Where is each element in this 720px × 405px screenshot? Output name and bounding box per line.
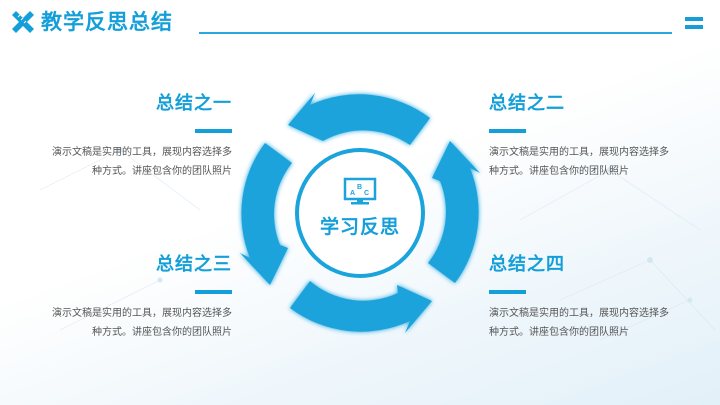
arrow-right — [428, 141, 480, 283]
summary-title: 总结之一 — [156, 93, 232, 114]
title-underline — [489, 290, 526, 294]
title-underline — [195, 129, 232, 133]
summary-title: 总结之三 — [156, 254, 232, 275]
summary-description: 演示文稿是实用的工具，展现内容选择多 种方式。讲座包含你的团队照片 — [489, 147, 669, 177]
summary-description: 演示文稿是实用的工具，展现内容选择多 种方式。讲座包含你的团队照片 — [489, 308, 669, 338]
arrow-bottom — [290, 281, 432, 333]
summary-description: 演示文稿是实用的工具，展现内容选择多 种方式。讲座包含你的团队照片 — [52, 147, 232, 177]
center-label: 学习反思 — [319, 216, 400, 238]
arrow-left — [240, 143, 292, 285]
svg-text:A: A — [350, 190, 355, 197]
menu-icon[interactable] — [685, 17, 703, 31]
ruler-pencil-icon — [12, 11, 34, 33]
summary-description: 演示文稿是实用的工具，展现内容选择多 种方式。讲座包含你的团队照片 — [52, 308, 232, 338]
summary-block-1: 总结之一 演示文稿是实用的工具，展现内容选择多 种方式。讲座包含你的团队照片 — [32, 92, 232, 181]
summary-block-4: 总结之四 演示文稿是实用的工具，展现内容选择多 种方式。讲座包含你的团队照片 — [489, 253, 689, 342]
svg-text:C: C — [364, 190, 369, 197]
title-underline — [489, 129, 526, 133]
summary-block-2: 总结之二 演示文稿是实用的工具，展现内容选择多 种方式。讲座包含你的团队照片 — [489, 92, 689, 181]
header-divider — [199, 32, 672, 34]
svg-text:B: B — [357, 184, 362, 191]
page-title: 教学反思总结 — [41, 10, 173, 34]
title-underline — [195, 290, 232, 294]
abc-monitor-icon: A B C — [343, 177, 377, 205]
summary-title: 总结之四 — [489, 254, 565, 275]
summary-title: 总结之二 — [489, 93, 565, 114]
summary-block-3: 总结之三 演示文稿是实用的工具，展现内容选择多 种方式。讲座包含你的团队照片 — [32, 253, 232, 342]
cycle-arrows-diagram: A B C — [240, 93, 480, 333]
arrow-top — [288, 93, 430, 145]
